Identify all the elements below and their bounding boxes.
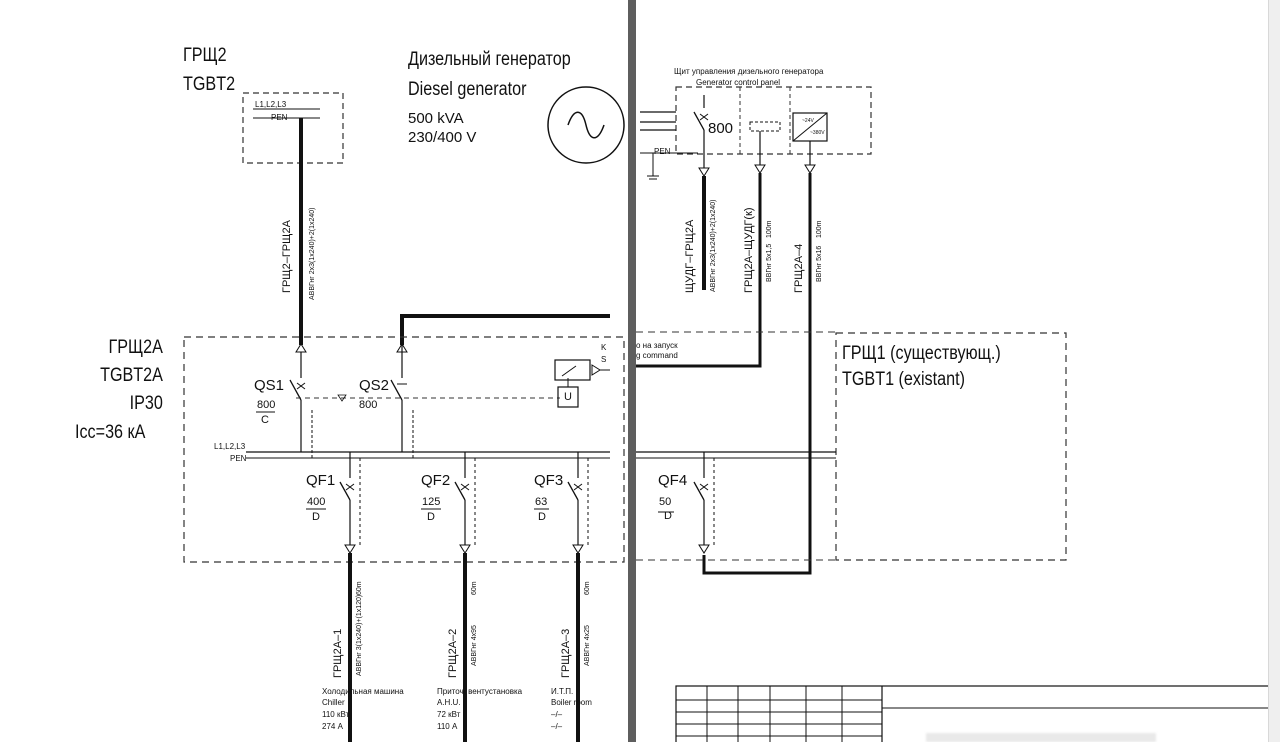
feeder1-power: 110 кВт — [322, 710, 350, 719]
cable3-spec: ВВГнг 5х16 — [816, 245, 823, 282]
tgbt2-bus-label: L1,L2,L3 — [255, 100, 287, 109]
qs2-rating: 800 — [359, 399, 378, 411]
tgbt2-title-ru: ГРЩ2 — [183, 45, 227, 66]
generator-symbol — [547, 86, 625, 164]
panel-pen-label: PEN — [230, 454, 247, 463]
feeder1-cable: АВВГнг 3(1х240)+(1х120) — [356, 594, 363, 676]
cable1-spec: АВВГнг 2х3(1х240)+2(1х240) — [710, 199, 717, 292]
contactor-letter-s: S — [601, 355, 607, 364]
feeder2-load-en: A.H.U. — [437, 698, 461, 707]
feeder3-load-ru: И.Т.П. — [551, 687, 574, 696]
qf4-name: QF4 — [658, 472, 688, 489]
feeder2-current: 110 А — [437, 722, 458, 731]
feeder3-power: –/– — [551, 710, 563, 719]
feeder1-name: ГРЩ2А–1 — [332, 628, 344, 678]
cable1-name: ЩУДГ–ГРЩ2А — [684, 219, 696, 293]
qf4-curve: D — [664, 510, 672, 522]
feeder1-load-en: Chiller — [322, 698, 345, 707]
tgbt1-title-en: TGBT1 (existant) — [842, 369, 965, 390]
contactor-letter-k: K — [601, 343, 607, 352]
main-feeder-name: ГРЩ2–ГРЩ2А — [281, 220, 293, 293]
relay-u-label: U — [564, 391, 572, 403]
page-edge-margin — [1268, 0, 1280, 742]
generator-title-ru: Дизельный генератор — [408, 49, 571, 70]
qf1-breaker-symbol — [339, 452, 361, 742]
cable3-name: ГРЩ2А–4 — [793, 243, 805, 293]
right-schematic-wiring — [636, 86, 1280, 742]
qf4-breaker-symbol — [693, 452, 715, 554]
start-command-en: g command — [636, 351, 678, 360]
start-contactor-box — [554, 359, 591, 381]
qf3-rating: 63 — [535, 496, 548, 508]
generator-title-en: Diesel generator — [408, 79, 527, 100]
generator-power: 500 kVA — [408, 110, 464, 127]
blurred-title-text — [926, 733, 1156, 742]
control-panel-title-en: Generator control panel — [696, 78, 781, 87]
generator-feeder-cable — [400, 314, 610, 345]
cable2-name: ГРЩ2А–ЩУДГ(к) — [743, 207, 755, 293]
qf1-curve: D — [312, 511, 320, 523]
qf2-breaker-symbol — [454, 452, 476, 742]
sine-wave-icon — [567, 111, 605, 139]
left-schematic-wiring — [183, 86, 625, 742]
qf2-rating: 125 — [422, 496, 441, 508]
qf3-curve: D — [538, 511, 546, 523]
feeder3-load-en: Boiler room — [551, 698, 592, 707]
tgbt2-dashed-box — [242, 92, 344, 164]
cable2-length: 100m — [766, 220, 773, 238]
qf4-rating: 50 — [659, 496, 672, 508]
feeder3-length: 60m — [584, 581, 591, 595]
tgbt2-title-en: TGBT2 — [183, 74, 236, 95]
feeder3-current: –/– — [551, 722, 563, 731]
tgbt2a-title-ru: ГРЩ2А — [108, 337, 163, 358]
feeder3-cable: АВВГнг 4х25 — [584, 625, 591, 666]
tgbt2a-panel-box — [183, 336, 625, 563]
control-cable-line — [636, 173, 762, 368]
qf3-breaker-symbol — [567, 452, 589, 742]
feeder1-current: 274 А — [322, 722, 343, 731]
tgbt1-title-ru: ГРЩ1 (существующ.) — [842, 343, 1001, 364]
tgbt2a-short-circuit: Icc=36 кA — [75, 422, 146, 443]
qs2-name: QS2 — [359, 377, 390, 394]
qs1-rating: 800 — [257, 399, 276, 411]
control-pen-label: PEN — [654, 147, 671, 156]
qf1-name: QF1 — [306, 472, 336, 489]
tgbt2a-title-en: TGBT2A — [100, 365, 163, 386]
cable2-spec: ВВГнг 5х1,5 — [766, 243, 773, 282]
feeder2-cable: АВВГнг 4х95 — [471, 625, 478, 666]
control-panel-title-ru: Щит управления дизельного генератора — [674, 67, 824, 76]
generator-voltage: 230/400 V — [408, 129, 477, 146]
panel-bus-label: L1,L2,L3 — [214, 442, 246, 451]
qs1-name: QS1 — [254, 377, 285, 394]
control-breaker-rating: 800 — [708, 120, 734, 137]
feeder1-load-ru: Холодильная машина — [322, 687, 404, 696]
qf2-curve: D — [427, 511, 435, 523]
qs1-curve: C — [261, 414, 269, 426]
feeder2-load-ru: Приточ. вентустановка — [437, 687, 523, 696]
feeder2-name: ГРЩ2А–2 — [447, 628, 459, 678]
right-drawing-page: Щит управления дизельного генератора Gen… — [636, 0, 1280, 742]
qf3-name: QF3 — [534, 472, 564, 489]
page-divider — [628, 0, 636, 742]
tgbt2a-ip-rating: IP30 — [129, 393, 163, 414]
qf1-rating: 400 — [307, 496, 326, 508]
feeder2-length: 60m — [471, 581, 478, 595]
tgbt2-pen-label: PEN — [271, 113, 288, 122]
start-command-ru: о на запуск — [636, 341, 678, 350]
feeder1-length: 60m — [356, 581, 363, 595]
control-panel-box — [675, 86, 872, 155]
aux-supply-cable-line — [702, 173, 812, 575]
title-block-grid — [675, 685, 1280, 742]
psu-top-label: ~24V — [802, 118, 814, 124]
main-feeder-cable-spec: АВВГнг 2х3(1х240)+2(1х240) — [309, 207, 316, 300]
qf2-name: QF2 — [421, 472, 451, 489]
feeder3-name: ГРЩ2А–3 — [560, 628, 572, 678]
psu-bottom-label: ~380V — [810, 130, 825, 136]
cable3-length: 100m — [816, 220, 823, 238]
tgbt1-panel-box — [835, 332, 1067, 561]
left-drawing-page: ГРЩ2 TGBT2 L1,L2,L3 PEN Дизельный генера… — [0, 0, 628, 742]
feeder2-power: 72 кВт — [437, 710, 461, 719]
